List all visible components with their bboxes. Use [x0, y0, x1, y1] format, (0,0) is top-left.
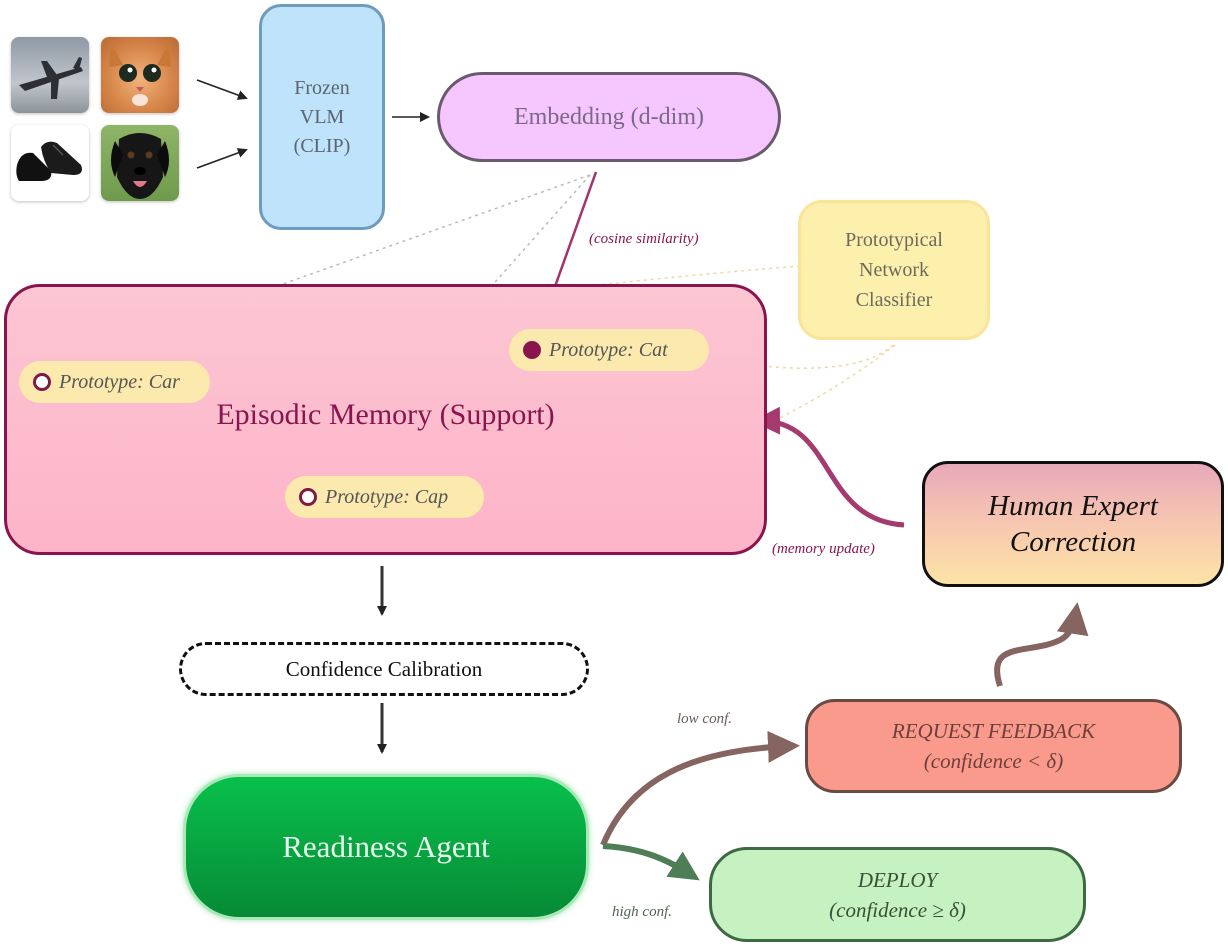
high-conf-label: high conf.: [612, 904, 672, 920]
classifier-box: Prototypical Network Classifier: [798, 200, 990, 340]
image-to-vlm-arrow-bottom: [196, 148, 248, 169]
calibration-label: Confidence Calibration: [285, 656, 483, 681]
airplane-image: [11, 37, 89, 113]
high-conf-arrow: [602, 843, 700, 881]
deploy-line-2: (confidence ≥ δ): [829, 897, 966, 922]
request-to-human-arrow: [994, 602, 1089, 687]
prototype-open-marker: [33, 373, 51, 391]
vlm-line-2: VLM: [299, 105, 345, 128]
prototype-filled-marker: [523, 341, 541, 359]
cat-icon: [109, 43, 171, 106]
memory-update-label: (memory update): [772, 541, 875, 557]
classifier-line-1: Prototypical: [845, 229, 943, 251]
episodic-memory-title: Episodic Memory (Support): [216, 398, 555, 431]
human-line-2: Correction: [1009, 526, 1137, 558]
request-line-1: REQUEST FEEDBACK: [891, 719, 1096, 743]
memory-update-arrow: [752, 406, 905, 528]
prototype-cap: Prototype: Cap: [285, 476, 484, 518]
shoes-icon: [16, 141, 82, 181]
embedding-box: Embedding (d-dim): [437, 72, 781, 162]
airplane-icon: [19, 57, 83, 99]
cosine-similarity-label: (cosine similarity): [589, 231, 699, 247]
prototype-open-marker: [299, 488, 317, 506]
prototype-cat: Prototype: Cat: [509, 329, 709, 371]
human-expert-box: Human Expert Correction: [922, 461, 1224, 587]
dog-image: [101, 125, 179, 201]
request-line-2: (confidence < δ): [923, 749, 1064, 773]
prototype-car: Prototype: Car: [19, 361, 210, 403]
low-conf-label: low conf.: [677, 711, 732, 727]
deploy-box: DEPLOY (confidence ≥ δ): [709, 847, 1086, 942]
prototype-car-label: Prototype: Car: [59, 370, 180, 393]
low-conf-arrow: [600, 730, 800, 847]
vlm-line-3: (CLIP): [293, 134, 351, 157]
request-feedback-box: REQUEST FEEDBACK (confidence < δ): [805, 699, 1182, 793]
shoes-image: [11, 125, 89, 201]
vlm-line-1: Frozen: [294, 76, 350, 99]
prototype-cap-label: Prototype: Cap: [325, 485, 449, 508]
dog-icon: [111, 133, 169, 199]
classifier-line-3: Classifier: [855, 289, 933, 311]
deploy-line-1: DEPLOY: [857, 867, 938, 892]
embedding-label: Embedding (d-dim): [514, 103, 704, 130]
readiness-agent-label: Readiness Agent: [282, 829, 490, 864]
image-to-vlm-arrow-top: [196, 79, 248, 100]
cat-image: [101, 37, 179, 113]
prototype-cat-label: Prototype: Cat: [549, 338, 668, 361]
frozen-vlm-box: Frozen VLM (CLIP): [259, 4, 385, 230]
confidence-calibration-box: Confidence Calibration: [179, 642, 589, 696]
classifier-line-2: Network: [859, 259, 929, 281]
human-line-1: Human Expert: [988, 490, 1158, 522]
readiness-agent-box: Readiness Agent: [183, 774, 589, 920]
